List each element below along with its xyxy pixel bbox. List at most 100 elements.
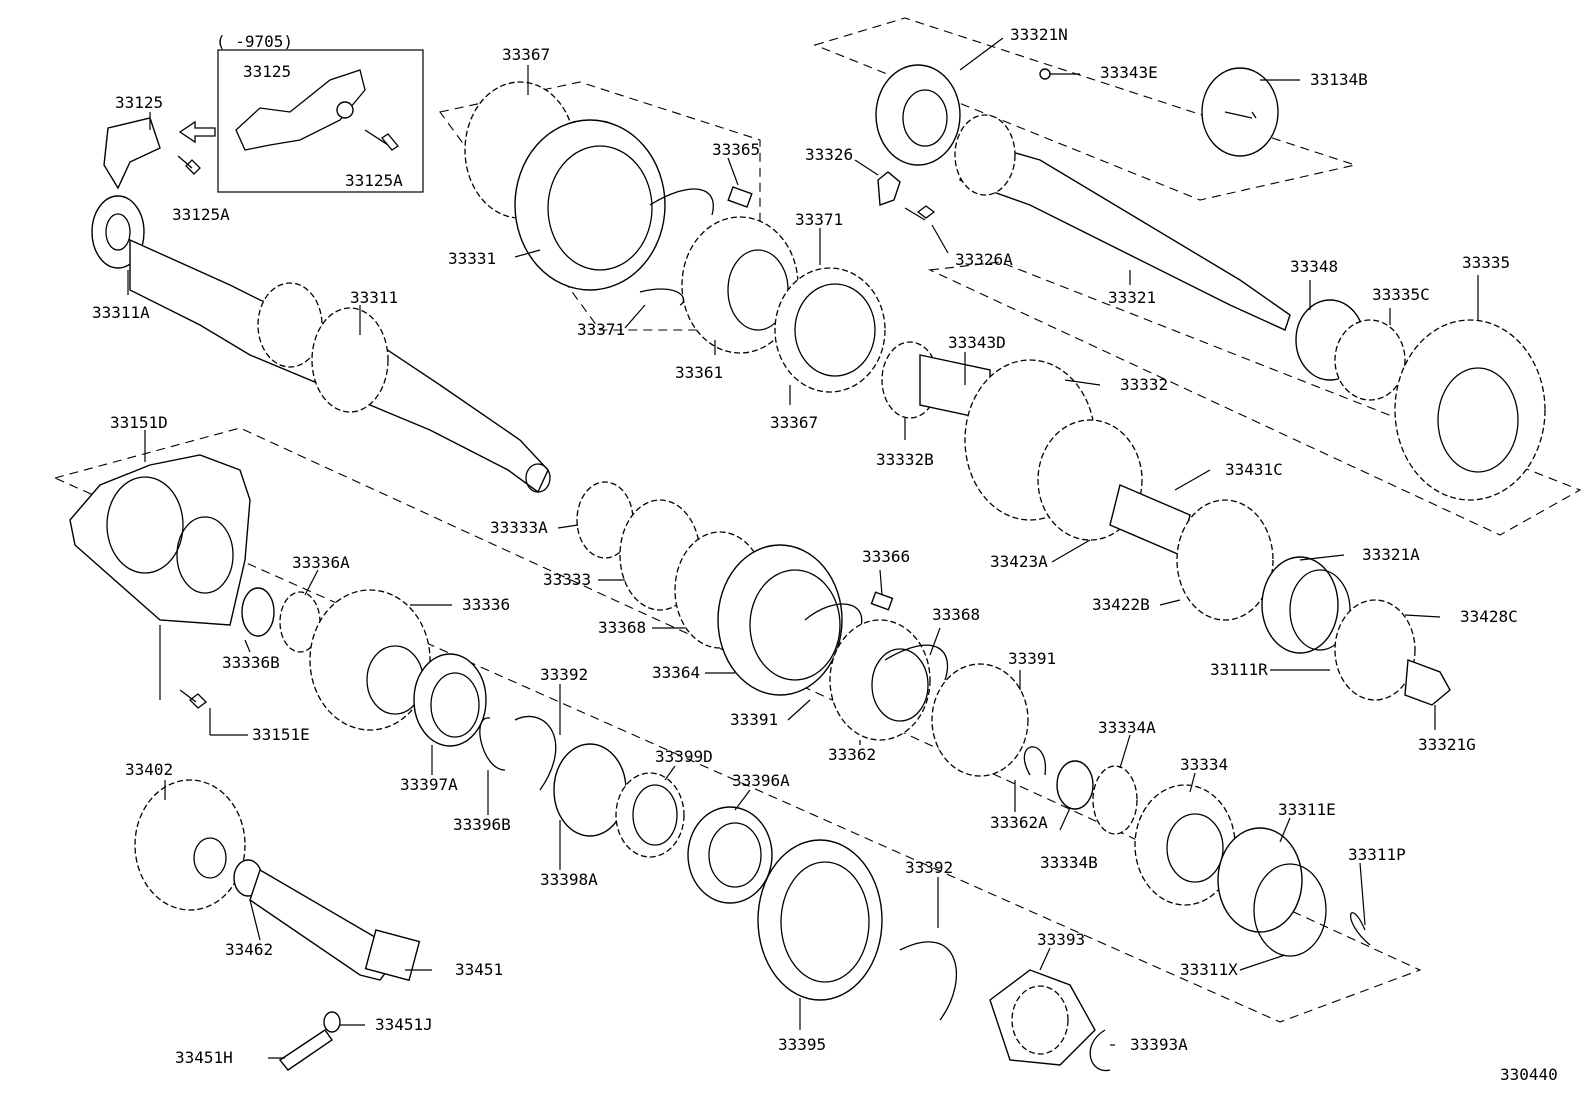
group-outline-upper-right bbox=[813, 17, 1358, 201]
part-label: 33326A bbox=[955, 250, 1013, 269]
part-label: 33335C bbox=[1372, 285, 1430, 304]
bracket-33326 bbox=[877, 171, 901, 206]
part-label: 33362 bbox=[828, 745, 876, 764]
ball-33343E bbox=[1039, 68, 1051, 80]
part-label: 33395 bbox=[778, 1035, 826, 1054]
bolt-33451H bbox=[278, 1029, 333, 1071]
sleeve-33331 bbox=[514, 119, 666, 291]
group-outline-right bbox=[927, 261, 1582, 536]
part-label: 33348 bbox=[1290, 257, 1338, 276]
part-label: 33367 bbox=[770, 413, 818, 432]
part-label: 33371 bbox=[577, 320, 625, 339]
part-label: 33332B bbox=[876, 450, 934, 469]
bearing-33335C bbox=[1334, 319, 1406, 401]
gear-33402 bbox=[134, 779, 246, 911]
part-label: 33311E bbox=[1278, 800, 1336, 819]
snap-ring-33311P bbox=[1349, 912, 1371, 946]
part-label: 33365 bbox=[712, 140, 760, 159]
key-33366 bbox=[870, 591, 894, 611]
part-label: 33311 bbox=[350, 288, 398, 307]
snap-ring-33392-b bbox=[899, 941, 958, 1021]
part-label: 33422B bbox=[1092, 595, 1150, 614]
part-label: 33332 bbox=[1120, 375, 1168, 394]
part-label: 33336 bbox=[462, 595, 510, 614]
part-label: 33151D bbox=[110, 413, 168, 432]
part-label: 33364 bbox=[652, 663, 700, 682]
snap-ring-33392 bbox=[514, 715, 557, 791]
part-label: 33402 bbox=[125, 760, 173, 779]
part-label: 33368 bbox=[932, 605, 980, 624]
bearing-33334A bbox=[1092, 765, 1138, 835]
snap-ring-33311X bbox=[1253, 863, 1327, 957]
spring-33371-b bbox=[639, 288, 685, 306]
plate-33134B bbox=[1201, 67, 1279, 157]
spring-33391-b bbox=[884, 644, 949, 681]
part-label: 33393 bbox=[1037, 930, 1085, 949]
part-label: 33391 bbox=[730, 710, 778, 729]
inset-bolt bbox=[364, 129, 399, 151]
counter-shaft-33321 bbox=[959, 139, 1291, 331]
part-label: 33321N bbox=[1010, 25, 1068, 44]
synchro-33368-b bbox=[931, 663, 1029, 777]
nut-33321G bbox=[1404, 659, 1451, 706]
part-label: 33134B bbox=[1310, 70, 1368, 89]
part-label: 33392 bbox=[905, 858, 953, 877]
bearing-33311E bbox=[1217, 827, 1303, 933]
part-label: 33391 bbox=[1008, 649, 1056, 668]
key-33365 bbox=[727, 186, 753, 208]
plate-33151D bbox=[69, 454, 251, 626]
part-label: 33321 bbox=[1108, 288, 1156, 307]
part-label: 33333A bbox=[490, 518, 548, 537]
inset-range-label: ( -9705) bbox=[216, 32, 293, 51]
part-label: 33151E bbox=[252, 725, 310, 744]
part-label: 33399D bbox=[655, 747, 713, 766]
part-label: 33371 bbox=[795, 210, 843, 229]
part-label: 33397A bbox=[400, 775, 458, 794]
part-label: 33451 bbox=[455, 960, 503, 979]
part-label: 33326 bbox=[805, 145, 853, 164]
gear-on-shaft-33321 bbox=[954, 114, 1016, 196]
group-outline-lower bbox=[53, 427, 1422, 1023]
part-labels: 33125 33125 33125A 33125A 33311A 33311 3… bbox=[92, 25, 1518, 1067]
part-label: 33321G bbox=[1418, 735, 1476, 754]
inset-lever-part bbox=[235, 69, 366, 151]
part-label: 33366 bbox=[862, 547, 910, 566]
figure-id: 330440 bbox=[1500, 1065, 1558, 1084]
part-label: 33311A bbox=[92, 303, 150, 322]
part-label: 33362A bbox=[990, 813, 1048, 832]
part-label: 33331 bbox=[448, 249, 496, 268]
part-label: 33428C bbox=[1460, 607, 1518, 626]
part-label: 33431C bbox=[1225, 460, 1283, 479]
part-label: 33392 bbox=[540, 665, 588, 684]
part-label: 33396A bbox=[732, 771, 790, 790]
arrow-icon bbox=[178, 120, 216, 144]
part-label: 33334A bbox=[1098, 718, 1156, 737]
part-label: 33368 bbox=[598, 618, 646, 637]
part-label: 33334 bbox=[1180, 755, 1228, 774]
lever-33125 bbox=[103, 117, 161, 190]
sleeve-33395 bbox=[757, 839, 883, 1001]
part-label: 33333 bbox=[543, 570, 591, 589]
part-label: 33125 bbox=[115, 93, 163, 112]
part-label: 33125 bbox=[243, 62, 291, 81]
ring-33397A bbox=[413, 653, 487, 747]
snap-ring-33393A bbox=[1089, 1029, 1111, 1072]
hub-33362 bbox=[829, 619, 931, 741]
snap-ring-33362A bbox=[1023, 746, 1046, 776]
part-label: 33393A bbox=[1130, 1035, 1188, 1054]
inset-pivot bbox=[336, 101, 354, 119]
part-label: 33125A bbox=[172, 205, 230, 224]
part-label: 33396B bbox=[453, 815, 511, 834]
part-label: 33462 bbox=[225, 940, 273, 959]
part-label: 33398A bbox=[540, 870, 598, 889]
bearing-33321A bbox=[1261, 556, 1339, 654]
bolt-33125A bbox=[177, 155, 201, 175]
part-label: 33336A bbox=[292, 553, 350, 572]
ring-33336B bbox=[241, 587, 275, 637]
part-label: 33451H bbox=[175, 1048, 233, 1067]
bolt-33326A bbox=[904, 205, 936, 221]
gear-33335 bbox=[1394, 319, 1546, 501]
part-label: 33311X bbox=[1180, 960, 1238, 979]
